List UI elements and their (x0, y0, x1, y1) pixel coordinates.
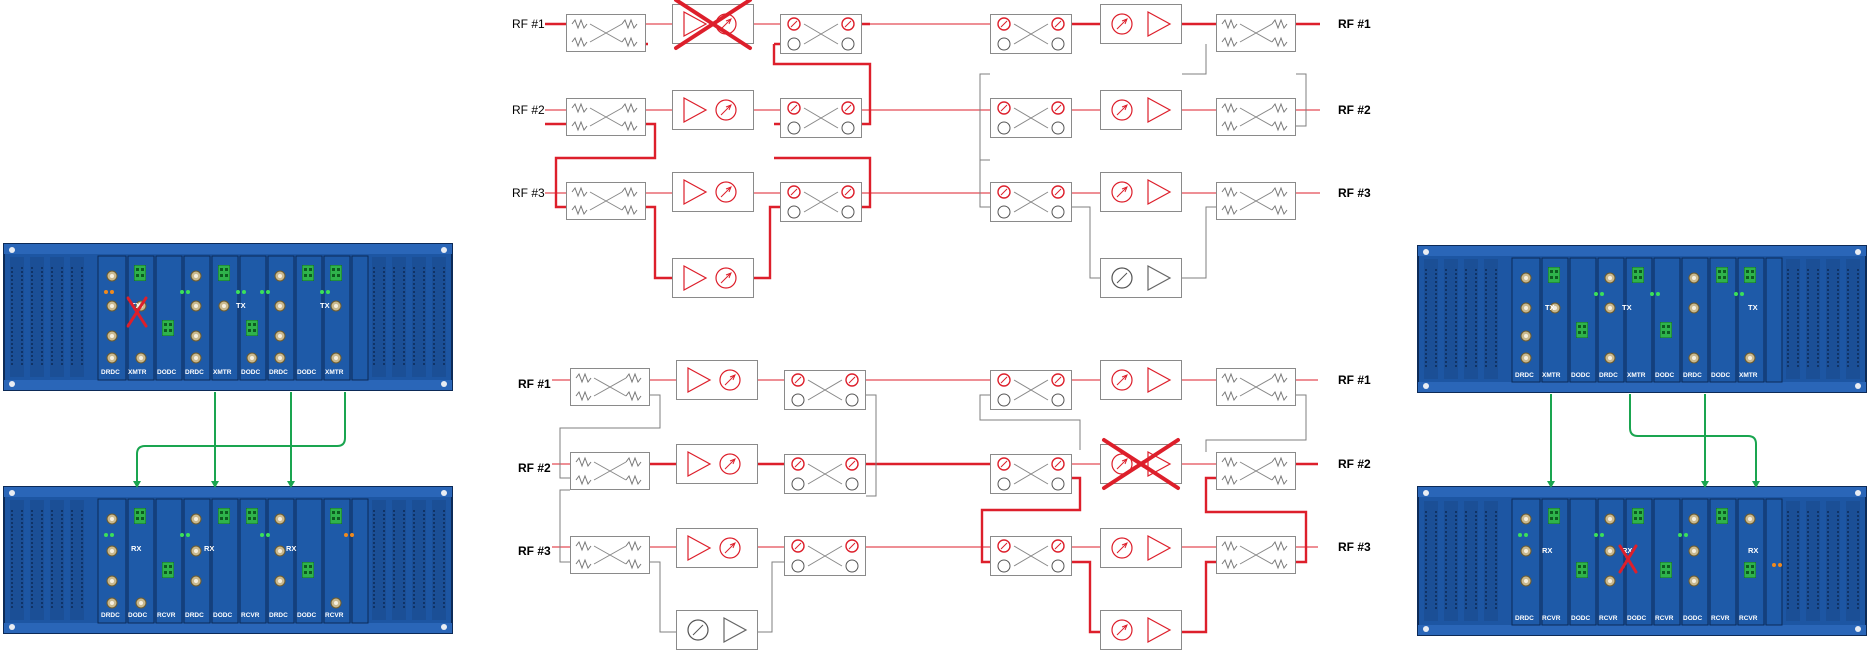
card-label-dodc: DODC (297, 369, 316, 376)
card-label-dodc: DODC (1683, 615, 1702, 622)
rf-label-1-upper-left: RF #1 (512, 17, 545, 31)
card-label-drdc: DRDC (101, 369, 120, 376)
card-label-xmtr: XMTR (1627, 372, 1646, 379)
card-label-tx-1: TX (131, 301, 141, 310)
card-label-xmtr: XMTR (325, 369, 344, 376)
card-label-xmtr: XMTR (1542, 372, 1561, 379)
card-label-drdc: DRDC (185, 369, 204, 376)
card-label-dodc: DODC (1711, 372, 1730, 379)
rf-label-2-lower-left: RF #2 (518, 461, 551, 475)
card-label-tx-6: TX (1748, 303, 1758, 312)
rf-label-3-lower-right: RF #3 (1338, 540, 1371, 554)
rf-label-1-lower-right: RF #1 (1338, 373, 1371, 387)
card-label-drdc: DRDC (269, 369, 288, 376)
right-receive-chassis: RX RX RX DRDC RCVR DODC RCVR DODC RCVR D… (1417, 486, 1867, 636)
left-chassis-links (136, 392, 346, 482)
right-chassis-links (1550, 394, 1757, 482)
card-label-tx-4: TX (1545, 303, 1555, 312)
card-label-rx-1: RX (131, 544, 141, 553)
card-label-rx-4: RX (1542, 546, 1552, 555)
rf-label-2-upper-right: RF #2 (1338, 103, 1371, 117)
card-label-xmtr: XMTR (128, 369, 147, 376)
fault-x-icon (1618, 544, 1638, 574)
card-label-tx-5: TX (1622, 303, 1632, 312)
card-label-tx-2: TX (236, 301, 246, 310)
card-label-dodc: DODC (241, 369, 260, 376)
rf-label-2-upper-left: RF #2 (512, 103, 545, 117)
card-label-dodc: DODC (1571, 372, 1590, 379)
card-label-rcvr: RCVR (1739, 615, 1758, 622)
card-label-tx-3: TX (320, 301, 330, 310)
card-label-rcvr: RCVR (157, 612, 176, 619)
card-label-rcvr: RCVR (325, 612, 344, 619)
card-label-drdc: DRDC (101, 612, 120, 619)
card-label-drdc: DRDC (185, 612, 204, 619)
card-label-xmtr: XMTR (1739, 372, 1758, 379)
fault-x-icon (126, 296, 148, 328)
card-label-dodc: DODC (1627, 615, 1646, 622)
card-label-xmtr: XMTR (213, 369, 232, 376)
card-label-rcvr: RCVR (1599, 615, 1618, 622)
card-label-dodc: DODC (1571, 615, 1590, 622)
card-label-drdc: DRDC (1515, 372, 1534, 379)
card-label-dodc: DODC (157, 369, 176, 376)
card-label-rx-2: RX (204, 544, 214, 553)
card-label-dodc: DODC (128, 612, 147, 619)
card-label-dodc: DODC (1655, 372, 1674, 379)
rf-label-3-upper-left: RF #3 (512, 186, 545, 200)
fault-x-icon (1102, 438, 1180, 490)
card-label-drdc: DRDC (269, 612, 288, 619)
card-label-drdc: DRDC (1599, 372, 1618, 379)
upper-schematic: RF #1 RF #2 RF #3 RF #1 RF #2 RF #3 (512, 0, 1371, 298)
card-label-dodc: DODC (297, 612, 316, 619)
arrowheads (1547, 481, 1760, 488)
rf-label-1-upper-right: RF #1 (1338, 17, 1371, 31)
card-label-rx-3: RX (286, 544, 296, 553)
left-receive-chassis: RX RX RX DRDC DODC RCVR DRDC DODC RCVR D… (3, 486, 453, 634)
card-label-rx-6: RX (1748, 546, 1758, 555)
card-label-rx-5: RX (1622, 546, 1632, 555)
lower-schematic: RF #1 RF #2 RF #3 RF #1 RF #2 RF #3 (518, 360, 1371, 650)
card-label-drdc: DRDC (1683, 372, 1702, 379)
rf-label-2-lower-right: RF #2 (1338, 457, 1371, 471)
rf-label-3-lower-left: RF #3 (518, 544, 551, 558)
arrowheads (133, 481, 295, 488)
left-transmit-chassis: TX TX TX DRDC XMTR DODC DRDC XMTR DODC D… (3, 243, 453, 391)
card-label-rcvr: RCVR (1542, 615, 1561, 622)
card-label-dodc: DODC (213, 612, 232, 619)
card-label-drdc: DRDC (1515, 615, 1534, 622)
fault-x-icon (674, 0, 752, 50)
rf-label-3-upper-right: RF #3 (1338, 186, 1371, 200)
card-label-rcvr: RCVR (1655, 615, 1674, 622)
card-label-rcvr: RCVR (1711, 615, 1730, 622)
rf-label-1-lower-left: RF #1 (518, 377, 551, 391)
right-transmit-chassis: TX TX TX DRDC XMTR DODC DRDC XMTR DODC D… (1417, 245, 1867, 393)
card-label-rcvr: RCVR (241, 612, 260, 619)
